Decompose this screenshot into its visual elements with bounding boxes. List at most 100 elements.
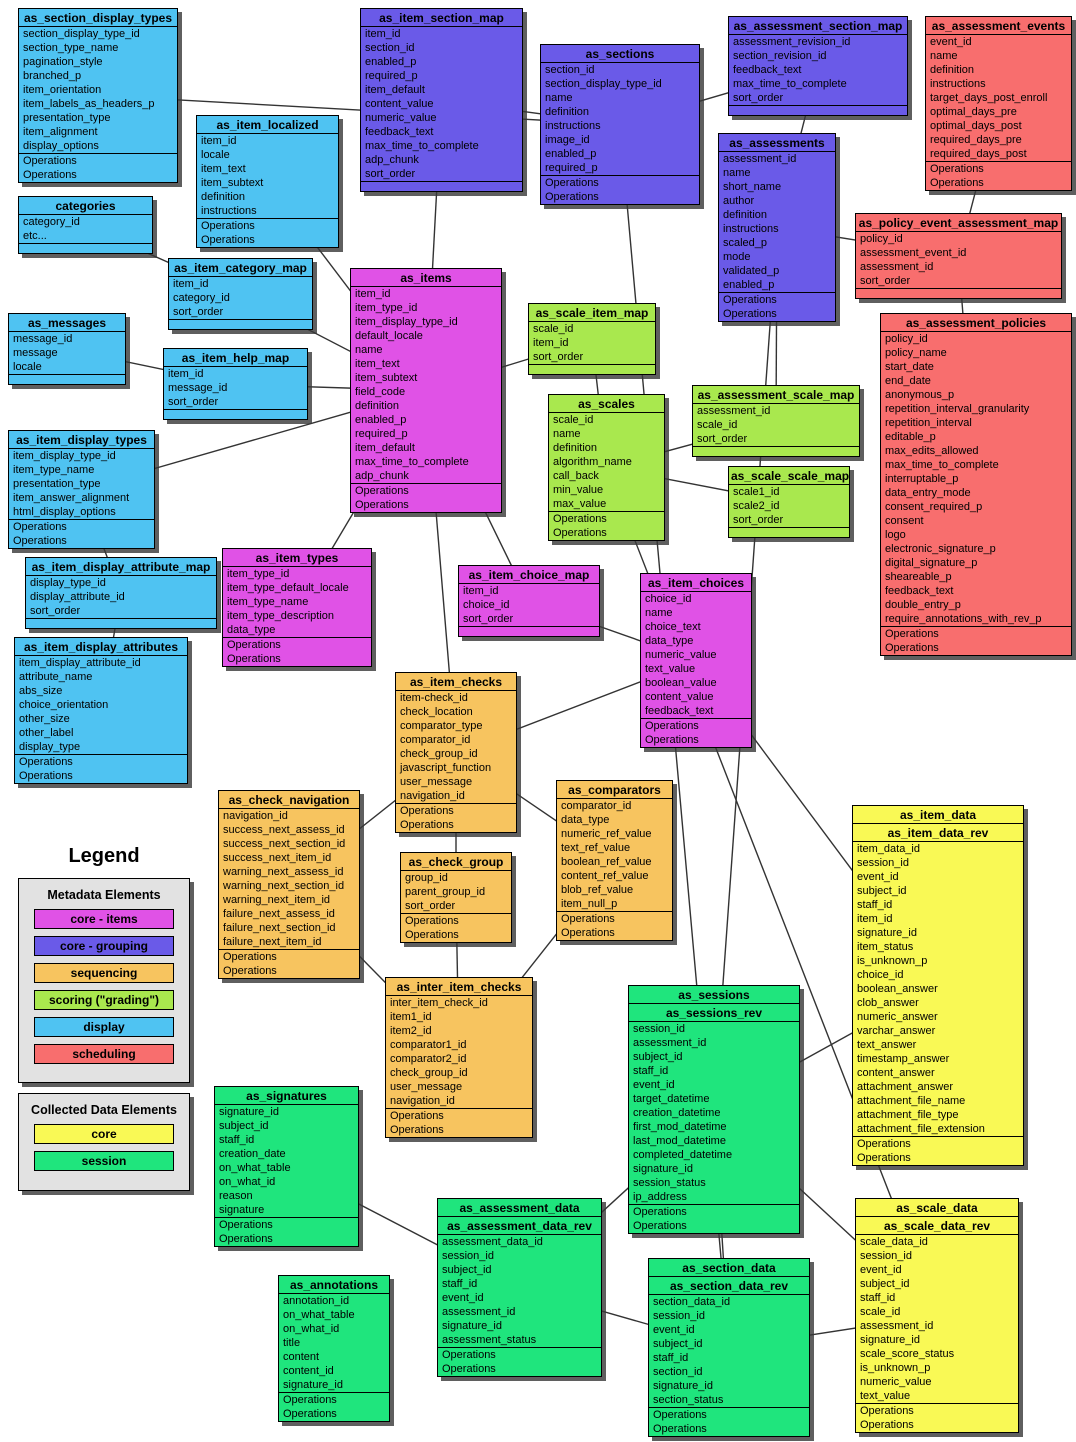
entity-operations-row: Operations xyxy=(930,163,984,175)
entity-title: as_messages xyxy=(9,314,125,332)
legend-group-title: Metadata Elements xyxy=(47,888,161,902)
entity-field: content_id xyxy=(283,1365,334,1377)
entity-field: subject_id xyxy=(219,1120,269,1132)
entity-operations-row: Operations xyxy=(633,1206,687,1218)
entity-field: instructions xyxy=(930,78,986,90)
entity-field: feedback_text xyxy=(365,126,434,138)
entity-field: attachment_file_extension xyxy=(857,1123,985,1135)
entity-field: failure_next_item_id xyxy=(223,936,322,948)
entity-field: scale2_id xyxy=(733,500,780,512)
entity-title: categories xyxy=(19,197,152,215)
entity-operations-row: Operations xyxy=(283,1394,337,1406)
entity-field: item_text xyxy=(355,358,400,370)
entity-field: short_name xyxy=(723,181,782,193)
entity-field: assessment_status xyxy=(442,1334,537,1346)
entity-field: required_p xyxy=(545,162,598,174)
entity-field: section_revision_id xyxy=(733,50,827,62)
entity-field: signature_id xyxy=(633,1163,693,1175)
entity-field: adp_chunk xyxy=(365,154,419,166)
entity-field: numeric_answer xyxy=(857,1011,938,1023)
entity-title: as_item_data xyxy=(853,806,1023,824)
entity-field: item_null_p xyxy=(561,898,618,910)
entity-field: assessment_id xyxy=(442,1306,516,1318)
relationship-line-as_section_display_types--as_sections xyxy=(97,94,621,126)
entity-field: assessment_id xyxy=(633,1037,707,1049)
entity-field: item_id xyxy=(168,368,204,380)
entity-title: as_item_types xyxy=(223,549,371,567)
entity-field: session_id xyxy=(857,857,909,869)
entity-field: scale1_id xyxy=(733,486,780,498)
entity-field: author xyxy=(723,195,755,207)
entity-title: as_scale_scale_map xyxy=(729,469,849,485)
entity-field: subject_id xyxy=(633,1051,683,1063)
entity-title: as_item_help_map xyxy=(164,349,307,367)
entity-field: attribute_name xyxy=(19,671,93,683)
entity-field: parent_group_id xyxy=(405,886,486,898)
entity-operations-row: Operations xyxy=(227,639,281,651)
entity-field: subject_id xyxy=(860,1278,910,1290)
entity-title: as_assessment_data xyxy=(438,1199,601,1217)
entity-field: item_status xyxy=(857,941,914,953)
entity-field: section_id xyxy=(365,42,415,54)
entity-field: name xyxy=(355,344,383,356)
entity-field: data_type xyxy=(561,814,610,826)
entity-field: required_days_post xyxy=(930,148,1027,160)
entity-field: validated_p xyxy=(723,265,780,277)
legend-swatch-display: display xyxy=(34,1017,174,1037)
entity-field: scale_id xyxy=(533,323,574,335)
entity-field: item_id xyxy=(201,135,237,147)
entity-operations-row: Operations xyxy=(860,1419,914,1431)
entity-operations-row: Operations xyxy=(553,513,607,525)
entity-operations-row: Operations xyxy=(633,1220,687,1232)
entity-operations-row: Operations xyxy=(219,1233,273,1245)
entity-field: signature_id xyxy=(860,1334,920,1346)
entity-title: as_item_localized xyxy=(197,116,338,134)
entity-field: event_id xyxy=(857,871,899,883)
entity-operations-row: Operations xyxy=(13,521,67,533)
entity-field: max_time_to_complete xyxy=(733,78,847,90)
entity-field: display_type_id xyxy=(30,577,106,589)
entity-field: optimal_days_pre xyxy=(930,106,1017,118)
entity-field: item_type_default_locale xyxy=(227,582,349,594)
entity-field: item_alignment xyxy=(23,126,98,138)
entity-field: message_id xyxy=(13,333,73,345)
entity-title: as_section_data_rev xyxy=(649,1277,809,1295)
entity-title: as_comparators xyxy=(557,781,672,799)
entity-field: annotation_id xyxy=(283,1295,350,1307)
entity-title: as_section_data xyxy=(649,1259,809,1277)
entity-field: scale_id xyxy=(553,414,594,426)
entity-operations-row: Operations xyxy=(405,915,459,927)
entity-field: choice_orientation xyxy=(19,699,109,711)
entity-title: as_assessment_section_map xyxy=(729,17,907,35)
entity-operations-row: Operations xyxy=(545,191,599,203)
entity-field: item_subtext xyxy=(201,177,264,189)
entity-footer xyxy=(693,446,859,456)
entity-field: assessment_id xyxy=(860,261,934,273)
entity-field: sort_order xyxy=(533,351,584,363)
entity-field: first_mod_datetime xyxy=(633,1121,727,1133)
